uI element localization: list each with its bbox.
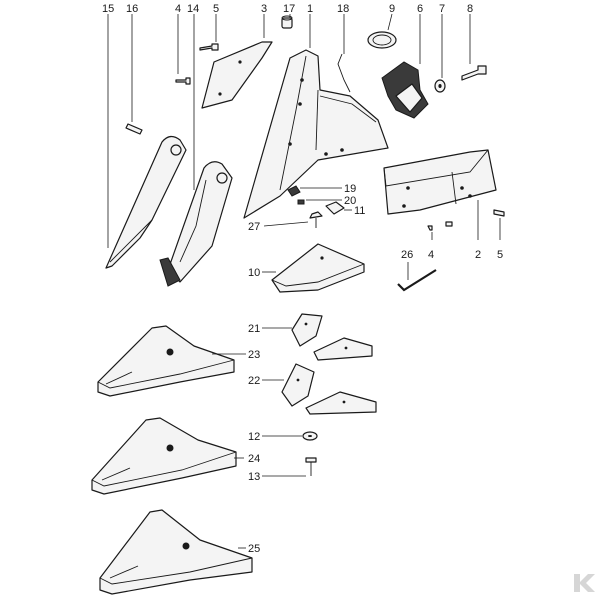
bolt-4-right	[427, 221, 453, 231]
callout-4-right: 4	[428, 249, 434, 261]
part-22-wedges	[281, 363, 377, 415]
callout-25: 25	[248, 543, 260, 555]
part-13-bolt	[305, 457, 317, 476]
part-17-sleeve	[281, 15, 293, 29]
part-12-washer	[302, 431, 318, 441]
leader-lines	[107, 13, 501, 549]
bolt-5-right	[493, 209, 505, 217]
callout-7: 7	[439, 3, 445, 15]
part-7-washer	[434, 79, 446, 93]
callout-3: 3	[261, 3, 267, 15]
part-18-rod	[337, 53, 351, 93]
part-25-tine	[99, 509, 253, 595]
callout-20: 20	[344, 195, 356, 207]
bolt-4-top	[175, 77, 191, 85]
callout-14: 14	[187, 3, 199, 15]
part-21-wedges	[291, 313, 373, 361]
callout-22: 22	[248, 375, 260, 387]
callout-8: 8	[467, 3, 473, 15]
callout-4: 4	[175, 3, 181, 15]
callout-21: 21	[248, 323, 260, 335]
part-11-nut	[325, 201, 345, 215]
callout-2: 2	[475, 249, 481, 261]
part-6-clamp	[381, 61, 429, 119]
callout-23: 23	[248, 349, 260, 361]
part-14-blade	[159, 161, 233, 287]
callout-19: 19	[344, 183, 356, 195]
bolt-5-top	[199, 43, 219, 51]
callout-27: 27	[248, 221, 260, 233]
part-19-nut	[287, 185, 301, 197]
callout-11: 11	[354, 205, 365, 217]
part-3-plate	[201, 41, 273, 109]
part-27-bolt	[309, 211, 323, 228]
callout-6: 6	[417, 3, 423, 15]
part-15-blade	[105, 135, 187, 269]
callout-15: 15	[102, 3, 114, 15]
callout-5: 5	[213, 3, 219, 15]
part-20-pin	[297, 199, 305, 205]
part-24-tine	[91, 417, 237, 495]
part-16-pin	[125, 123, 143, 135]
part-1-main-body	[243, 49, 389, 219]
part-8-bolt	[461, 65, 487, 81]
part-10-base-plate	[271, 243, 365, 293]
callout-9: 9	[389, 3, 395, 15]
callout-10: 10	[248, 267, 260, 279]
callout-17: 17	[283, 3, 295, 15]
callout-12: 12	[248, 431, 260, 443]
part-9-ring	[367, 31, 397, 49]
callout-26: 26	[401, 249, 413, 261]
callout-labels: 15 16 4 14 5 3 17 1 18 9 6 7 8 19 20 11 …	[102, 3, 503, 555]
callout-16: 16	[126, 3, 138, 15]
callout-24: 24	[248, 453, 260, 465]
part-23-tine	[97, 325, 235, 397]
callout-5-right: 5	[497, 249, 503, 261]
callout-1: 1	[307, 3, 313, 15]
part-26-hex-key	[397, 269, 437, 292]
brand-logo-watermark	[574, 574, 595, 592]
callout-13: 13	[248, 471, 260, 483]
callout-18: 18	[337, 3, 349, 15]
part-2-side-plate	[383, 149, 497, 215]
